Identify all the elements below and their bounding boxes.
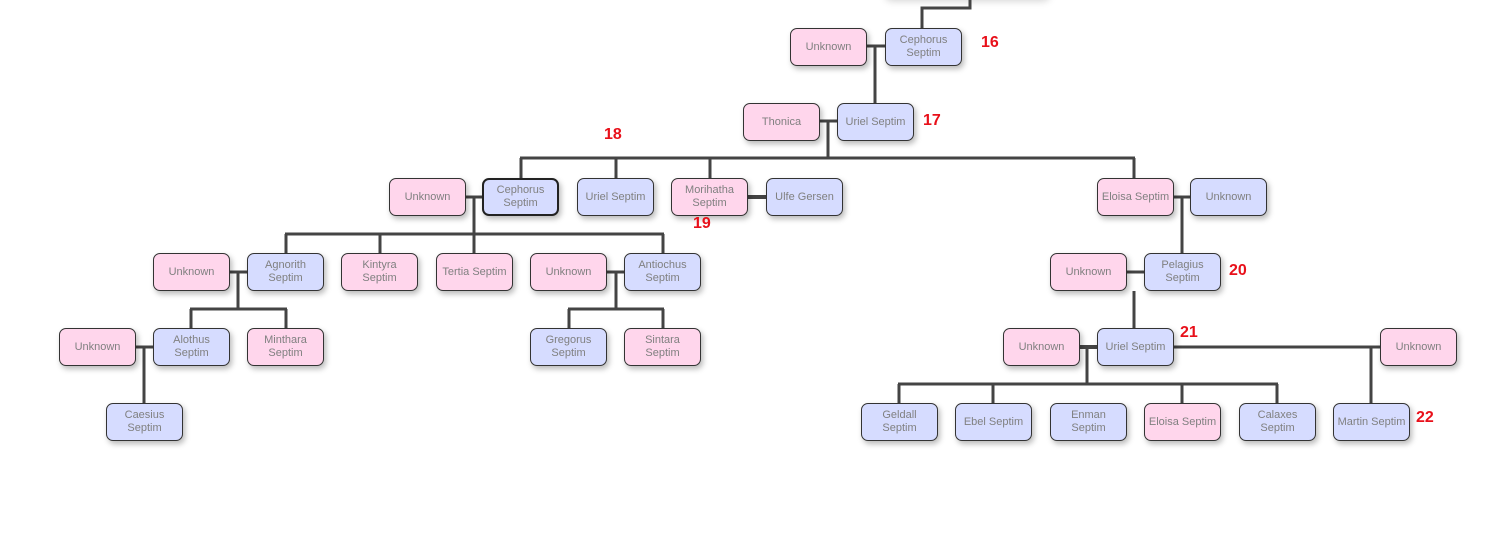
person-node[interactable]: Uriel Septim [1097,328,1174,366]
person-name: Uriel Septim [1105,340,1166,353]
person-name: Unknown [545,265,592,278]
person-name: Unknown [1205,190,1252,203]
person-name: Alothus Septim [173,334,210,359]
person-name: Unknown [1395,340,1442,353]
person-node[interactable]: Minthara Septim [247,328,324,366]
person-node[interactable]: Unknown [1190,178,1267,216]
person-name: Morihatha Septim [685,184,734,209]
person-name: Gregorus Septim [545,334,592,359]
person-node[interactable]: Unknown [1380,328,1457,366]
person-node[interactable]: Geldall Septim [861,403,938,441]
person-name: Unknown [74,340,121,353]
person-name: Pelagius Septim [1161,259,1204,284]
person-node[interactable]: Kintyra Septim [341,253,418,291]
generation-label: 20 [1229,262,1247,279]
person-node[interactable]: Morihatha Septim [671,178,748,216]
person-node[interactable]: Cephorus Septim [482,178,559,216]
person-name: Eloisa Septim [1101,190,1170,203]
person-node[interactable]: Enman Septim [1050,403,1127,441]
person-node[interactable]: Sintara Septim [624,328,701,366]
generation-label: 21 [1180,324,1198,341]
person-node[interactable]: Agnorith Septim [247,253,324,291]
person-name: Uriel Septim [585,190,646,203]
person-name: Caesius Septim [124,409,165,434]
person-name: Martin Septim [1337,415,1406,428]
person-name: Kintyra Septim [362,259,397,284]
generation-label: 22 [1416,409,1434,426]
person-node[interactable]: Calaxes Septim [1239,403,1316,441]
person-name: Unknown [805,40,852,53]
person-name: Minthara Septim [264,334,307,359]
person-node[interactable]: Unknown [389,178,466,216]
person-name: Enman Septim [1071,409,1106,434]
person-name: Tertia Septim [442,265,507,278]
generation-label: 19 [693,215,711,232]
person-name: Unknown [1065,265,1112,278]
person-name: Geldall Septim [882,409,917,434]
person-name: Antiochus Septim [638,259,687,284]
person-node[interactable]: Unknown [530,253,607,291]
generation-label: 18 [604,126,622,143]
person-node[interactable]: Uriel Septim [577,178,654,216]
person-name: Eloisa Septim [1148,415,1217,428]
generation-label: 16 [981,34,999,51]
person-node[interactable]: Gregorus Septim [530,328,607,366]
person-name: Ebel Septim [963,415,1024,428]
person-name: Ulfe Gersen [775,190,834,203]
person-node[interactable]: Cephorus Septim [885,28,962,66]
person-node[interactable]: Unknown [790,28,867,66]
person-node[interactable]: Eloisa Septim [1097,178,1174,216]
person-name: Unknown [1018,340,1065,353]
person-node[interactable]: Martin Septim [1333,403,1410,441]
person-name: Unknown [404,190,451,203]
person-name: Agnorith Septim [265,259,306,284]
person-node[interactable]: Unknown [1003,328,1080,366]
person-name: Cephorus Septim [496,184,545,209]
person-name: Unknown [168,265,215,278]
person-name: Thonica [761,115,802,128]
person-node[interactable]: Unknown [1050,253,1127,291]
person-name: Calaxes Septim [1257,409,1298,434]
person-node[interactable]: Caesius Septim [106,403,183,441]
generation-label: 17 [923,112,941,129]
person-node[interactable]: Unknown [153,253,230,291]
person-node[interactable]: Pelagius Septim [1144,253,1221,291]
person-name: Sintara Septim [645,334,680,359]
person-node[interactable]: Eloisa Septim [1144,403,1221,441]
connector [920,0,972,28]
person-node[interactable]: Ulfe Gersen [766,178,843,216]
person-node[interactable]: Alothus Septim [153,328,230,366]
person-node[interactable]: Ebel Septim [955,403,1032,441]
person-node[interactable]: Tertia Septim [436,253,513,291]
person-node[interactable]: Uriel Septim [837,103,914,141]
person-node[interactable]: Unknown [59,328,136,366]
person-name: Uriel Septim [845,115,906,128]
person-node[interactable]: Thonica [743,103,820,141]
person-node[interactable]: Antiochus Septim [624,253,701,291]
person-name: Cephorus Septim [899,34,948,59]
